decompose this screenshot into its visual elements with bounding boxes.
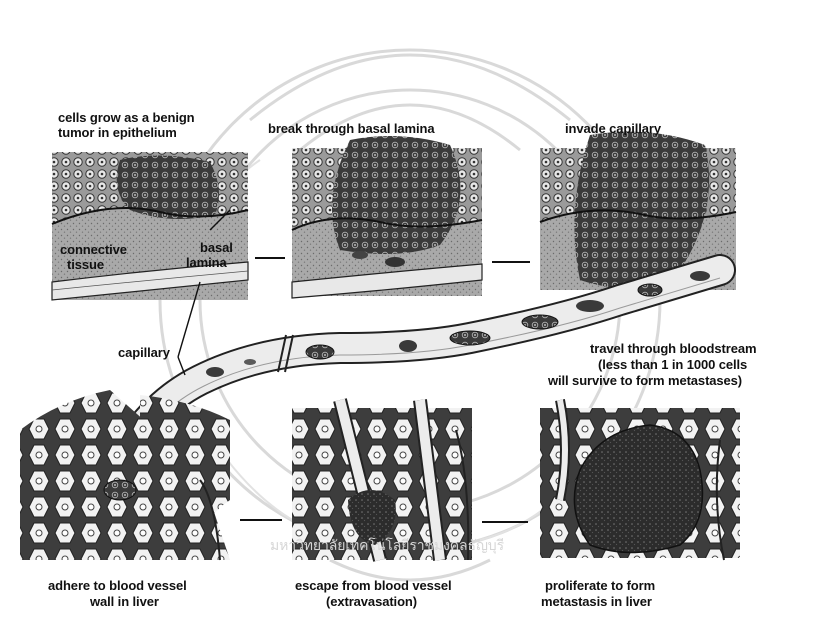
label-basal-1: basal [200,240,233,255]
watermark-text: มหาวิทยาลัยเทคโนโลยีราชมงคลธัญบุรี [270,538,504,553]
label-adhere-2: wall in liver [90,594,159,609]
label-escape-1: escape from blood vessel [295,578,452,593]
label-connective-1: connective [60,242,127,257]
label-capillary: capillary [118,345,170,360]
label-travel-1: travel through bloodstream [590,341,756,356]
label-benign-line1: cells grow as a benign [58,110,195,125]
label-escape-2: (extravasation) [326,594,417,609]
label-benign-line2: tumor in epithelium [58,125,177,140]
panel-extravasation [292,400,472,560]
panel-adhere-vessel-wall [20,390,230,560]
label-break-basal-lamina: break through basal lamina [268,121,434,136]
panel-benign-tumor [52,152,248,300]
label-basal-2: lamina [186,255,227,270]
label-connective-2: tissue [67,257,104,272]
label-travel-3: will survive to form metastases) [548,373,742,388]
label-travel-2: (less than 1 in 1000 cells [598,357,747,372]
label-adhere-1: adhere to blood vessel [48,578,187,593]
panel-metastasis-liver [540,400,740,560]
label-invade-capillary: invade capillary [565,121,661,136]
label-prolif-2: metastasis in liver [541,594,652,609]
panel-break-basal-lamina [292,136,482,298]
label-prolif-1: proliferate to form [545,578,655,593]
